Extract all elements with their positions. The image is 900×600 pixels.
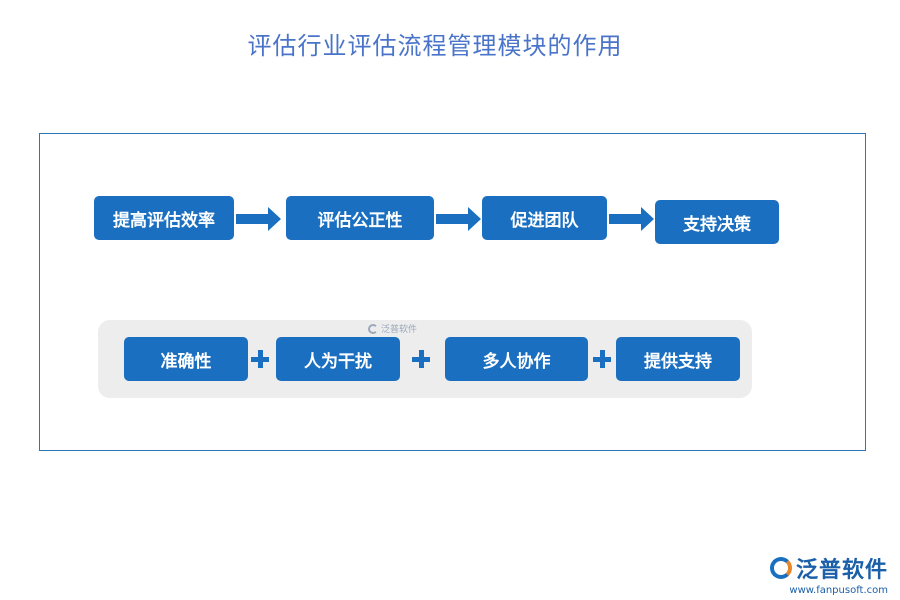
factor-box-collaboration: 多人协作 [445,337,588,381]
watermark-logo-icon [368,323,378,334]
brand-logo: 泛普软件 www.fanpusoft.com [769,552,888,596]
flow-box-decision: 支持决策 [655,200,779,244]
plus-icon [251,350,269,368]
logo-name: 泛普软件 [795,558,888,583]
flow-box-fairness: 评估公正性 [286,196,434,240]
diagram-frame [39,133,866,451]
arrow-right-icon [236,207,281,231]
arrow-right-icon [609,207,654,231]
watermark-text: 泛普软件 [381,325,418,335]
page-title: 评估行业评估流程管理模块的作用 [247,32,623,60]
watermark: 泛普软件 [368,322,417,335]
factor-box-interference: 人为干扰 [276,337,400,381]
plus-icon [593,350,611,368]
flow-box-efficiency: 提高评估效率 [94,196,234,240]
plus-icon [412,350,430,368]
flow-box-team: 促进团队 [482,196,607,240]
factor-box-support: 提供支持 [616,337,740,381]
fanpu-logo-icon [769,557,792,579]
arrow-right-icon [436,207,481,231]
logo-url: www.fanpusoft.com [789,585,888,596]
factor-box-accuracy: 准确性 [124,337,248,381]
